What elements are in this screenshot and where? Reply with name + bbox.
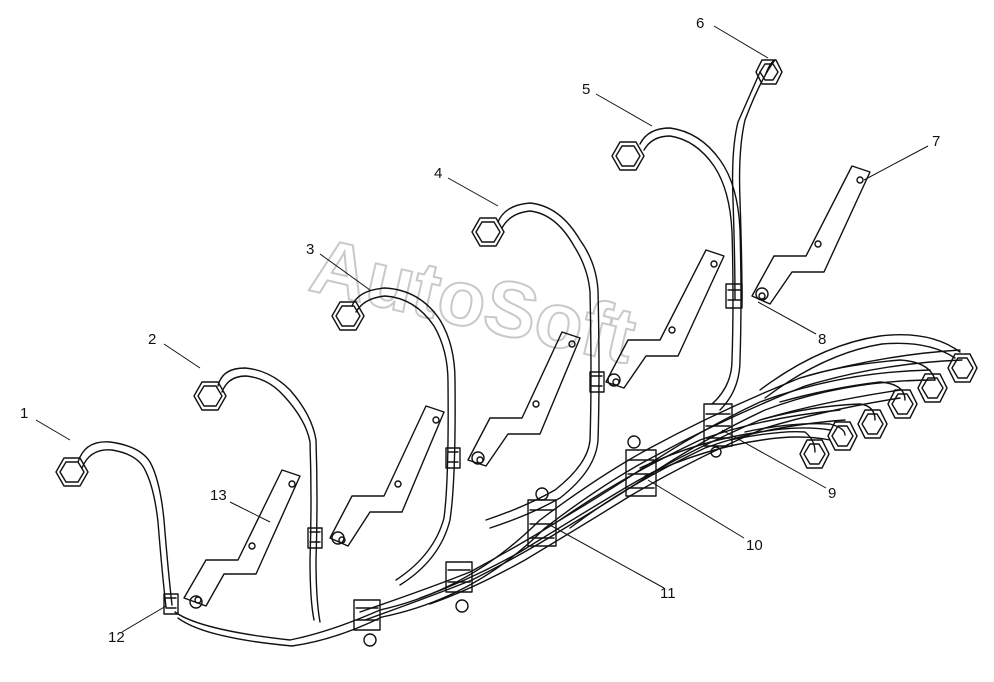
nut-2 (193, 381, 227, 411)
bracket-7 (751, 165, 871, 305)
callout-12: 12 (108, 629, 125, 646)
bracket-13 (183, 469, 301, 607)
clamp-bundle-a (353, 599, 381, 647)
clip-branch-4 (589, 371, 621, 393)
callout-5: 5 (582, 81, 590, 98)
branch-line-5 (639, 127, 742, 411)
nut-1 (55, 457, 89, 487)
callout-7: 7 (932, 133, 940, 150)
nut-6 (755, 59, 783, 85)
callout-6: 6 (696, 15, 704, 32)
right-nuts (799, 353, 978, 469)
nut-5 (611, 141, 645, 171)
callout-2: 2 (148, 331, 156, 348)
clip-12 (163, 593, 203, 615)
callout-9: 9 (828, 485, 836, 502)
branch-line-3 (351, 287, 456, 586)
callout-1: 1 (20, 405, 28, 422)
branch-line-6 (738, 59, 776, 301)
callout-13: 13 (210, 487, 227, 504)
clamp-10 (625, 435, 657, 497)
nut-4 (471, 217, 505, 247)
branch-line-1 (77, 441, 173, 606)
clip-branch-2 (307, 527, 345, 549)
callout-labels: 1 2 3 4 5 6 7 8 9 10 11 12 13 (20, 15, 940, 646)
branch-line-4 (489, 202, 600, 529)
branch-line-2 (217, 367, 321, 623)
clamp-11 (527, 487, 557, 547)
clamp-bundle-b (445, 561, 473, 613)
nut-3 (331, 301, 365, 331)
callout-10: 10 (746, 537, 763, 554)
callout-8: 8 (818, 331, 826, 348)
callout-4: 4 (434, 165, 442, 182)
clip-branch-3 (445, 447, 485, 469)
callout-11: 11 (660, 585, 676, 602)
leader-lines (35, 25, 929, 633)
clamp-9 (703, 403, 733, 458)
callout-3: 3 (306, 241, 314, 258)
bracket-2 (329, 405, 445, 547)
clip-8 (725, 283, 769, 309)
